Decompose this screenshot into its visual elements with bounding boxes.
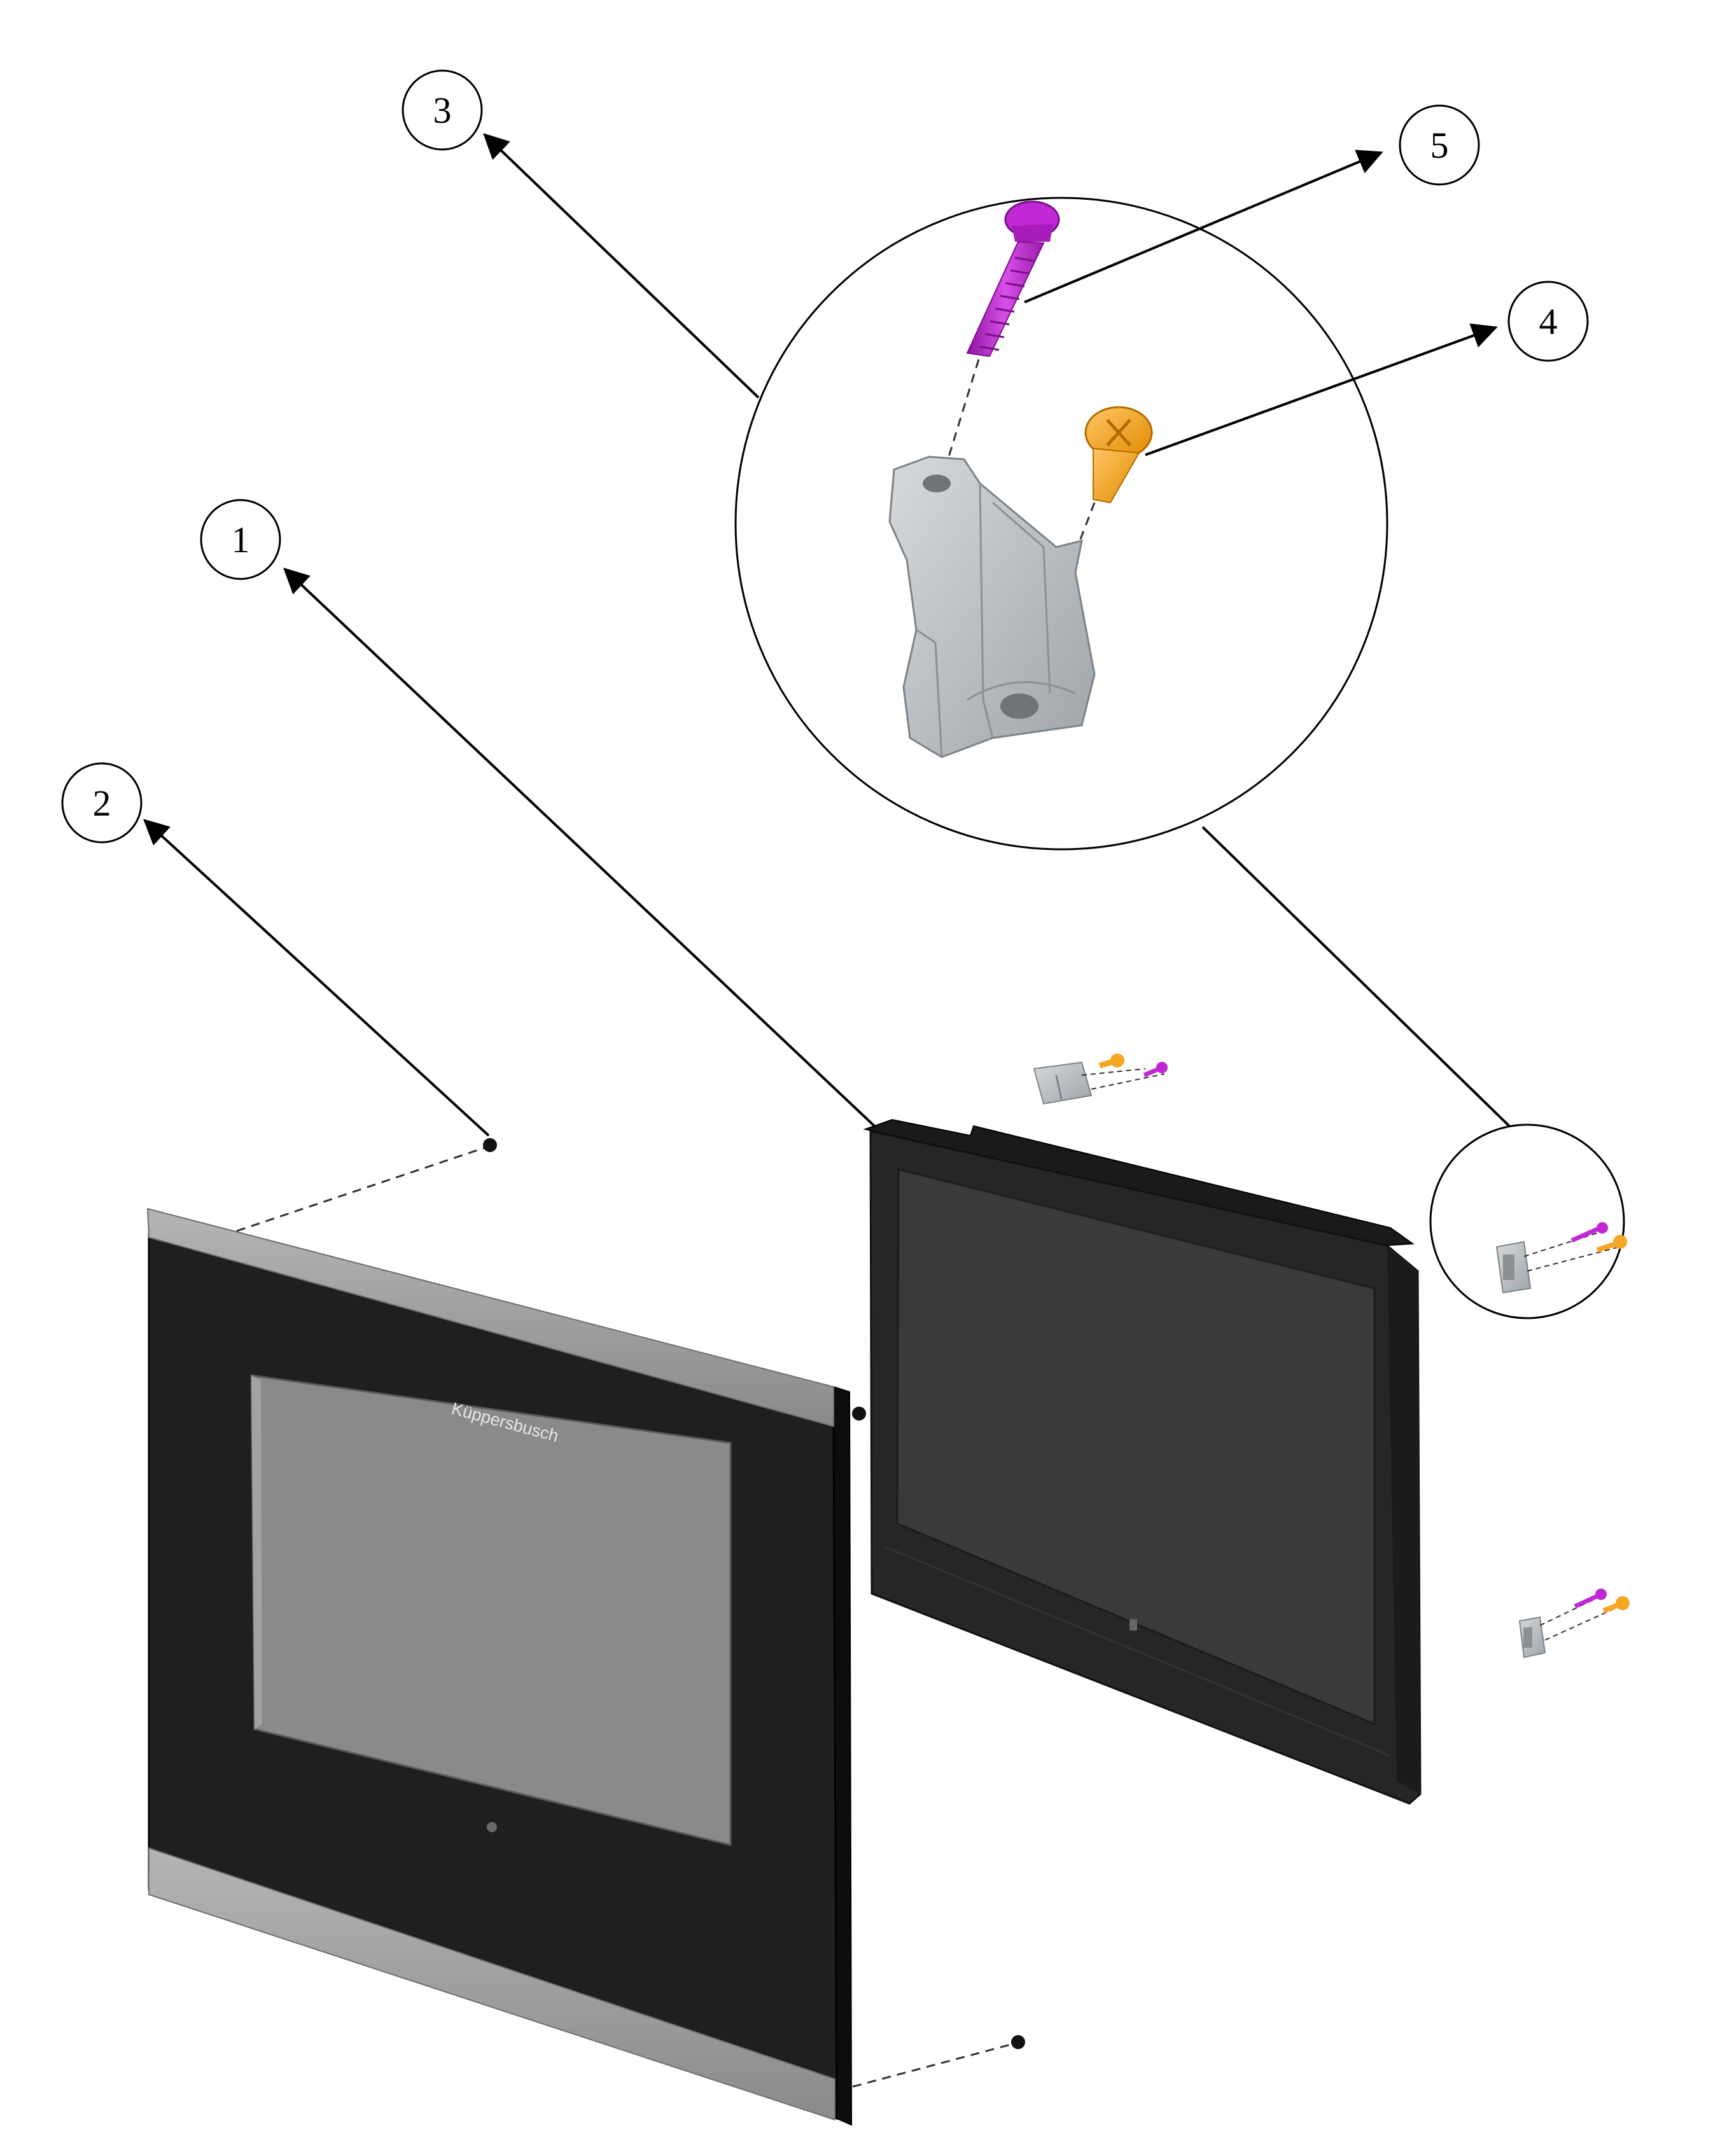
leader-3 [483, 133, 760, 399]
detail-circle-small [1429, 1123, 1625, 1319]
purple-bolt-large [966, 200, 1060, 358]
screw-bottom-dashed-line [852, 2042, 1016, 2088]
small-hinge-top [1033, 1054, 1168, 1105]
orange-screw-large [1084, 406, 1153, 504]
leader-5 [1024, 150, 1383, 303]
detail-connector-line [1201, 826, 1516, 1132]
small-hinge-assembly [1495, 1222, 1627, 1294]
leader-1 [283, 567, 943, 1191]
inner-panel-indicator [1129, 1619, 1137, 1631]
callout-4: 4 [1507, 281, 1589, 362]
detail-circle-large [734, 197, 1388, 851]
door-screw-right [852, 1407, 866, 1421]
detail-circle-small-group [1429, 1123, 1627, 1319]
callout-4-number: 4 [1539, 301, 1558, 342]
callout-1: 1 [200, 499, 281, 580]
hinge-bracket-large [888, 456, 1096, 758]
outer-door: Küppersbusch [146, 1207, 853, 2126]
callout-3-number: 3 [433, 90, 452, 131]
detail-magnified-view [734, 197, 1388, 851]
leader-4 [1145, 323, 1498, 456]
door-screw-top [483, 1138, 497, 1152]
inner-glass-panel [863, 1118, 1422, 1805]
small-hinge-right-lower [1518, 1589, 1630, 1659]
door-indicator-dot [487, 1822, 497, 1832]
callout-5-number: 5 [1430, 125, 1449, 166]
callout-1-number: 1 [232, 519, 250, 560]
callout-3: 3 [402, 69, 483, 151]
screw-top-dashed-line [236, 1145, 489, 1232]
door-fixing-screws [236, 1138, 1025, 2088]
leader-lines [143, 133, 1516, 1191]
callout-2-number: 2 [93, 782, 111, 824]
leader-2 [143, 819, 490, 1137]
door-screw-bottom [1011, 2035, 1025, 2049]
callout-2: 2 [61, 762, 143, 844]
callout-5: 5 [1399, 104, 1480, 186]
